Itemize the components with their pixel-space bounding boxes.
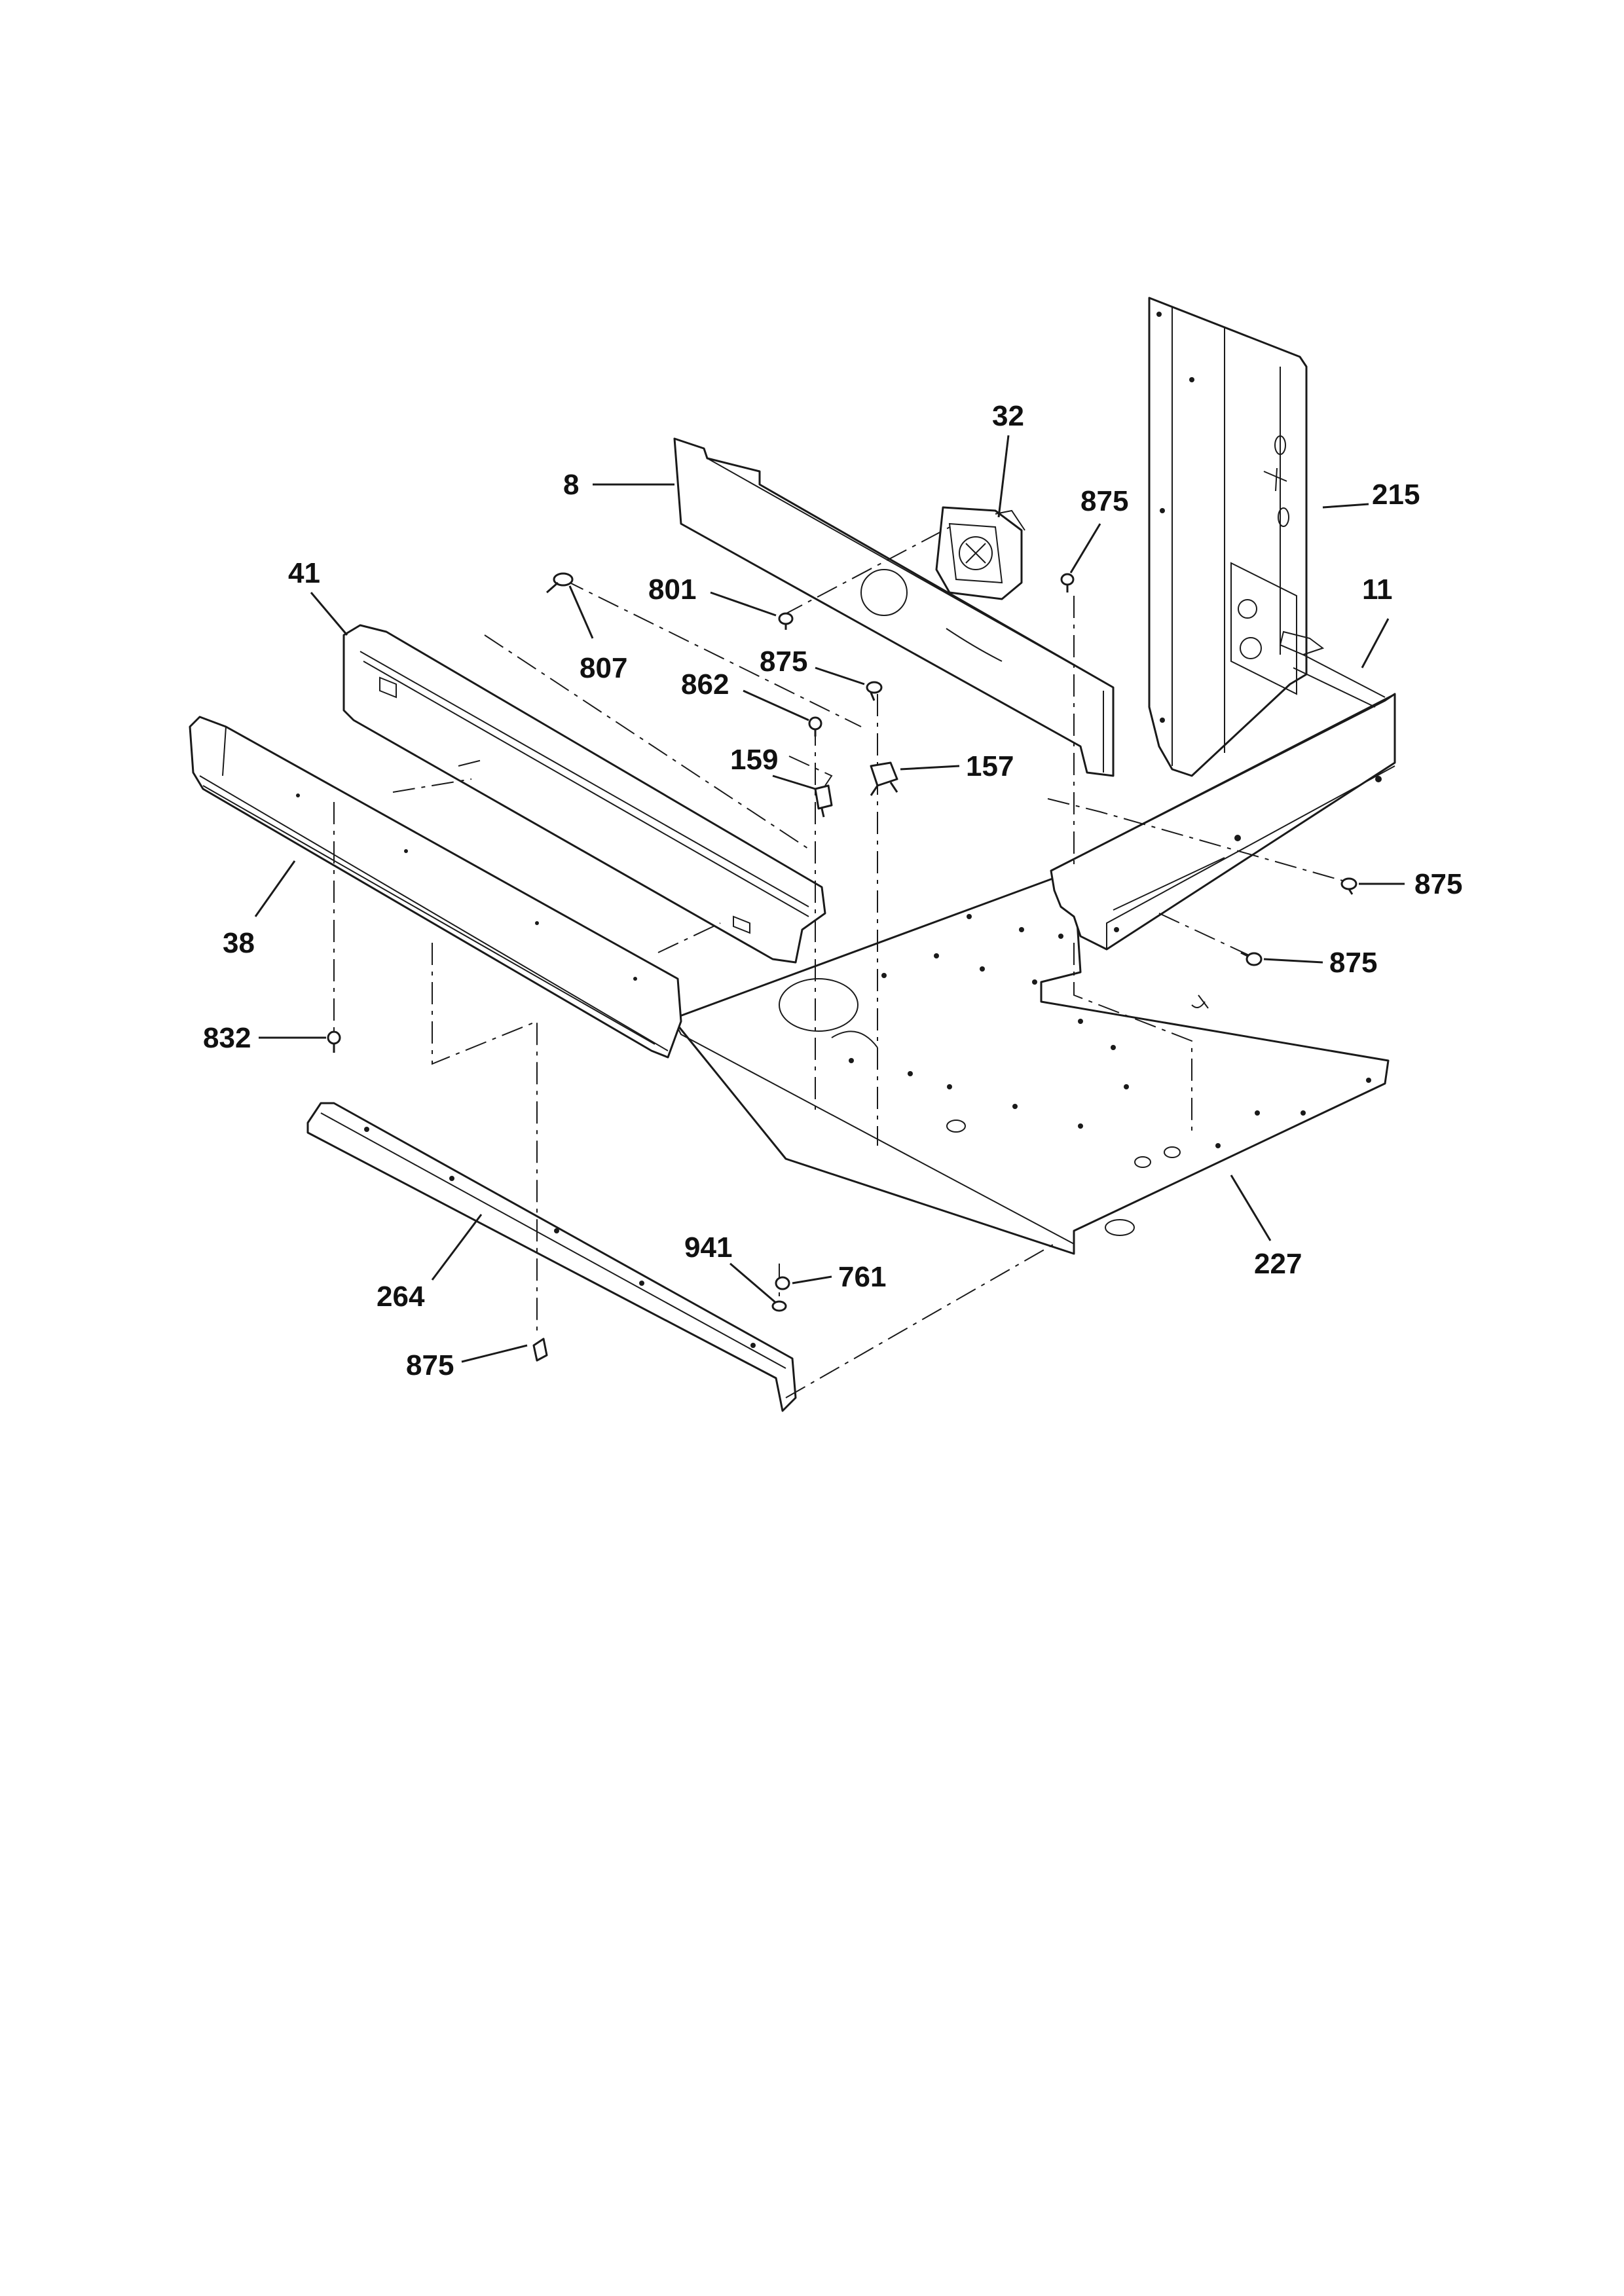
callout-227: 227	[1254, 1248, 1302, 1280]
callout-41: 41	[288, 557, 320, 589]
callout-264: 264	[377, 1281, 425, 1313]
callout-761: 761	[838, 1261, 886, 1293]
callout-labels: 8 32 875 215 41 801 11 807 875 862 159 1…	[203, 400, 1462, 1381]
callout-875-top: 875	[1080, 485, 1128, 517]
callout-875-mid: 875	[760, 646, 807, 678]
bottom-rail	[306, 1102, 797, 1412]
callout-38: 38	[223, 927, 255, 959]
screw-875-bottom-icon	[532, 1338, 548, 1362]
clip-159-icon	[814, 784, 833, 818]
fan-motor	[935, 506, 1025, 600]
screw-801-icon	[778, 612, 794, 630]
washer-941-icon	[771, 1300, 787, 1312]
back-panel	[673, 437, 1115, 777]
callout-159: 159	[730, 744, 778, 776]
screw-807-icon	[546, 572, 574, 594]
callout-941: 941	[684, 1231, 732, 1264]
side-panel	[1148, 297, 1308, 777]
screw-875-right1-icon	[1340, 877, 1357, 895]
switch-157-icon	[870, 761, 898, 796]
callout-875-bottom: 875	[406, 1349, 454, 1381]
callout-862: 862	[681, 668, 729, 701]
hardware	[327, 572, 1357, 1362]
callout-8: 8	[563, 469, 579, 501]
callout-832: 832	[203, 1022, 251, 1054]
screw-832-icon	[327, 1030, 341, 1053]
screw-875-right2-icon	[1240, 951, 1263, 966]
screw-875-mid-icon	[866, 681, 883, 701]
control-panel-front	[189, 716, 682, 1059]
callout-215: 215	[1372, 479, 1420, 511]
control-panel-back	[342, 624, 826, 964]
alignment-lines	[333, 523, 1343, 1398]
right-rail	[1050, 630, 1396, 951]
screw-862-icon	[808, 716, 822, 737]
callout-32: 32	[992, 400, 1024, 432]
callout-157: 157	[966, 750, 1014, 782]
screw-761-icon	[775, 1276, 790, 1290]
callout-875-right1: 875	[1414, 868, 1462, 900]
callout-801: 801	[648, 574, 696, 606]
leader-lines	[254, 435, 1405, 1363]
callout-807: 807	[580, 652, 627, 684]
callout-11: 11	[1362, 574, 1393, 606]
screw-875-top-icon	[1060, 573, 1075, 592]
callout-875-right2: 875	[1329, 947, 1377, 979]
